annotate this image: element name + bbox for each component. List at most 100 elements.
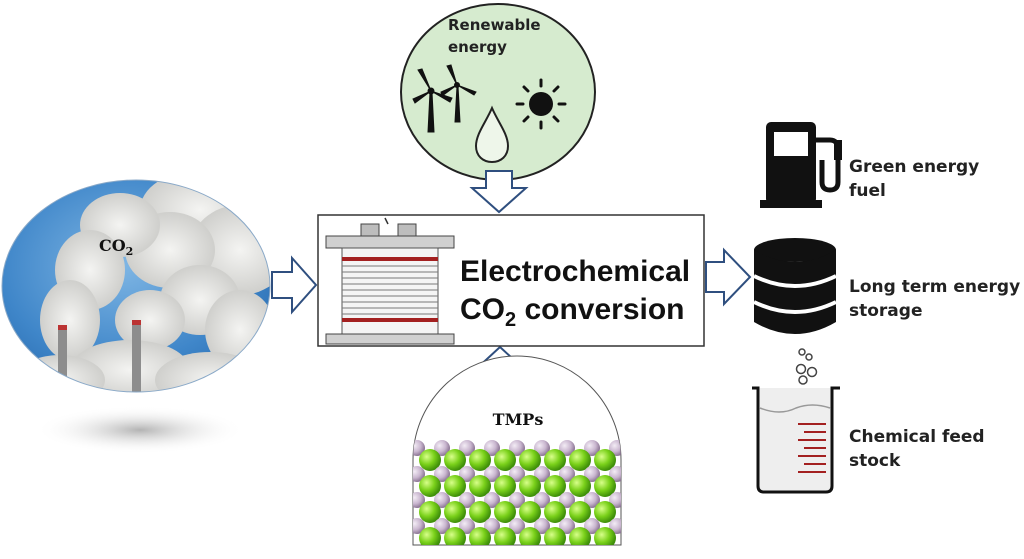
- lattice-green-sphere: [494, 449, 516, 471]
- lattice-purple-sphere: [484, 492, 500, 508]
- lattice-green-sphere: [444, 449, 466, 471]
- lattice-purple-sphere: [559, 518, 575, 534]
- fuel-pump-icon: [760, 122, 842, 208]
- co2-sub: 2: [125, 245, 134, 259]
- lattice-purple-sphere: [534, 440, 550, 456]
- lattice-purple-sphere: [609, 466, 621, 482]
- output-2-line1: Chemical feed: [849, 427, 985, 447]
- lattice-green-sphere: [469, 475, 491, 497]
- lattice-purple-sphere: [534, 492, 550, 508]
- lattice-purple-sphere: [509, 518, 525, 534]
- lattice-green-sphere: [419, 475, 441, 497]
- co2-main: CO: [99, 236, 126, 255]
- lattice-green-sphere: [494, 475, 516, 497]
- lattice-purple-sphere: [609, 518, 621, 534]
- sun-icon: [515, 78, 567, 130]
- lattice-green-sphere: [519, 527, 541, 545]
- renewable-line1: Renewable: [448, 16, 541, 34]
- process-title: Electrochemical CO2 conversion: [460, 253, 700, 339]
- lattice-purple-sphere: [584, 466, 600, 482]
- tmps-label: TMPs: [492, 410, 544, 429]
- lattice-purple-sphere: [413, 466, 425, 482]
- output-0-line2: fuel: [849, 181, 886, 201]
- lattice-purple-sphere: [484, 466, 500, 482]
- lattice-purple-sphere: [509, 492, 525, 508]
- lattice-green-sphere: [419, 527, 441, 545]
- lattice-purple-sphere: [609, 492, 621, 508]
- process-line2: CO2 conversion: [460, 291, 700, 339]
- lattice-purple-sphere: [559, 466, 575, 482]
- lattice-green-sphere: [569, 449, 591, 471]
- wind-turbine-icon: [412, 64, 477, 133]
- lattice-purple-sphere: [459, 492, 475, 508]
- lattice-green-sphere: [569, 501, 591, 523]
- lattice-green-sphere: [419, 501, 441, 523]
- lattice-green-sphere: [444, 527, 466, 545]
- lattice-green-sphere: [569, 527, 591, 545]
- lattice-green-sphere: [594, 501, 616, 523]
- output-1-line2: storage: [849, 301, 923, 321]
- lattice-purple-sphere: [434, 518, 450, 534]
- lattice-green-sphere: [544, 449, 566, 471]
- lattice-purple-sphere: [413, 518, 425, 534]
- lattice-green-sphere: [594, 449, 616, 471]
- lattice-purple-sphere: [534, 518, 550, 534]
- lattice-green-sphere: [519, 449, 541, 471]
- output-0-line1: Green energy: [849, 157, 980, 177]
- co2-source-label: CO2: [99, 236, 133, 262]
- lattice-green-sphere: [594, 475, 616, 497]
- renewable-line2: energy: [448, 38, 507, 56]
- output-1-line1: Long term energy: [849, 277, 1021, 297]
- lattice-purple-sphere: [459, 440, 475, 456]
- database-icon: [753, 238, 837, 334]
- lattice-green-sphere: [469, 449, 491, 471]
- source-shadow: [35, 406, 245, 454]
- lattice-purple-sphere: [459, 518, 475, 534]
- lattice-green-sphere: [469, 501, 491, 523]
- process-co: CO: [460, 293, 505, 326]
- water-drop-icon: [474, 105, 510, 164]
- output-2-line2: stock: [849, 451, 901, 471]
- renewable-energy-label: Renewable energy: [448, 14, 558, 58]
- lattice-purple-sphere: [484, 518, 500, 534]
- lattice-purple-sphere: [609, 440, 621, 456]
- lattice-green-sphere: [544, 501, 566, 523]
- beaker-icon: [752, 348, 840, 494]
- lattice-green-sphere: [544, 475, 566, 497]
- lattice-purple-sphere: [584, 440, 600, 456]
- lattice-green-sphere: [494, 527, 516, 545]
- lattice-green-sphere: [544, 527, 566, 545]
- process-co-sub: 2: [505, 309, 517, 331]
- co2-source-image: [1, 179, 271, 393]
- lattice-green-sphere: [469, 527, 491, 545]
- lattice-green-sphere: [444, 475, 466, 497]
- lattice-purple-sphere: [584, 518, 600, 534]
- lattice-green-sphere: [419, 449, 441, 471]
- lattice-green-sphere: [569, 475, 591, 497]
- lattice-green-sphere: [494, 501, 516, 523]
- lattice-purple-sphere: [509, 440, 525, 456]
- process-conversion: conversion: [516, 293, 685, 326]
- lattice-green-sphere: [519, 475, 541, 497]
- lattice-purple-sphere: [559, 492, 575, 508]
- lattice-purple-sphere: [559, 440, 575, 456]
- lattice-purple-sphere: [584, 492, 600, 508]
- output-feedstock-label: Chemical feed stock: [849, 425, 1019, 473]
- process-line1: Electrochemical: [460, 255, 691, 288]
- lattice-purple-sphere: [534, 466, 550, 482]
- lattice-green-sphere: [519, 501, 541, 523]
- lattice-green-sphere: [594, 527, 616, 545]
- lattice-green-sphere: [444, 501, 466, 523]
- output-storage-label: Long term energy storage: [849, 275, 1021, 323]
- electrolyzer-stack-icon: [325, 217, 455, 345]
- lattice-purple-sphere: [413, 492, 425, 508]
- output-green-fuel-label: Green energy fuel: [849, 155, 1019, 203]
- arrow-right-outputs: [705, 247, 752, 307]
- lattice-purple-sphere: [434, 466, 450, 482]
- lattice-purple-sphere: [459, 466, 475, 482]
- arrow-down-renewable: [469, 170, 529, 214]
- lattice-purple-sphere: [509, 466, 525, 482]
- arrow-right-source: [271, 255, 318, 315]
- lattice-purple-sphere: [434, 440, 450, 456]
